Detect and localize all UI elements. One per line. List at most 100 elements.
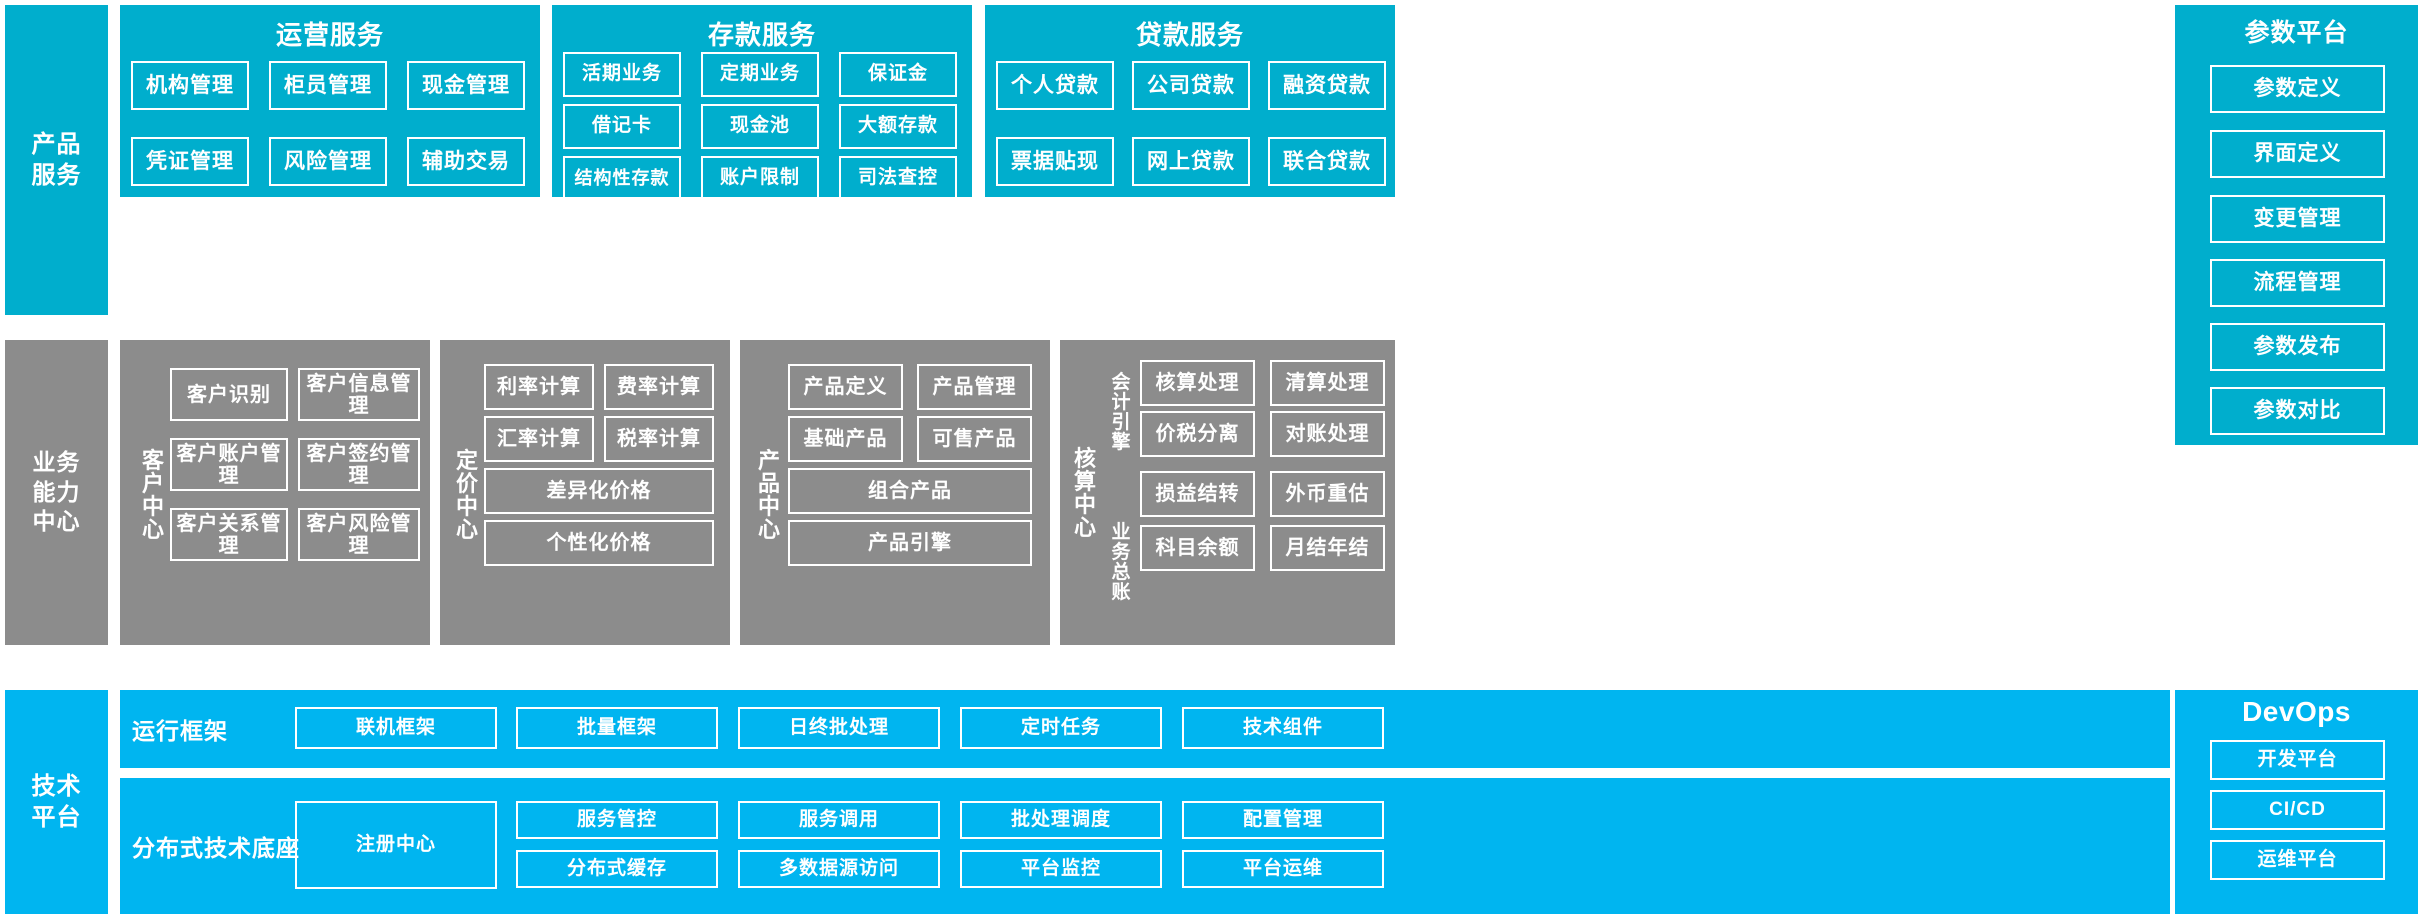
chip-deposit-1[interactable]: 定期业务 — [701, 52, 819, 97]
panel-product-center: 产 品 中 心 产品定义 产品管理 基础产品 可售产品 组合产品 产品引擎 — [740, 340, 1050, 645]
rail-technical-platform: 技术 平台 — [5, 690, 108, 914]
chip-distributed-1[interactable]: 服务调用 — [738, 801, 940, 839]
rail-line: 服务 — [31, 162, 82, 189]
chip-loan-5[interactable]: 联合贷款 — [1268, 137, 1386, 186]
label-pricing-center: 定 价 中 心 — [455, 447, 478, 543]
chip-distributed-0[interactable]: 服务管控 — [516, 801, 718, 839]
panel-title-operation-services: 运营服务 — [275, 20, 384, 50]
chip-parameter-1[interactable]: 界面定义 — [2210, 130, 2385, 178]
chip-registry-center[interactable]: 注册中心 — [295, 801, 497, 889]
chip-product-2[interactable]: 基础产品 — [788, 416, 903, 462]
chip-operation-4[interactable]: 风险管理 — [269, 137, 387, 186]
chip-parameter-0[interactable]: 参数定义 — [2210, 65, 2385, 113]
chip-devops-2[interactable]: 运维平台 — [2210, 840, 2385, 880]
chip-pricing-2[interactable]: 汇率计算 — [484, 416, 594, 462]
chip-accounting-7[interactable]: 月结年结 — [1270, 525, 1385, 571]
label-customer-center: 客 户 中 心 — [141, 447, 164, 543]
chip-runtime-2[interactable]: 日终批处理 — [738, 707, 940, 749]
label-product-center: 产 品 中 心 — [757, 447, 780, 543]
chip-customer-0[interactable]: 客户识别 — [170, 368, 288, 421]
rail-line: 能力 — [32, 478, 81, 505]
chip-distributed-2[interactable]: 批处理调度 — [960, 801, 1162, 839]
chip-product-3[interactable]: 可售产品 — [917, 416, 1032, 462]
chip-accounting-1[interactable]: 清算处理 — [1270, 360, 1385, 406]
chip-accounting-3[interactable]: 对账处理 — [1270, 411, 1385, 457]
panel-pricing-center: 定 价 中 心 利率计算 费率计算 汇率计算 税率计算 差异化价格 个性化价格 — [440, 340, 730, 645]
chip-parameter-4[interactable]: 参数发布 — [2210, 323, 2385, 371]
chip-parameter-5[interactable]: 参数对比 — [2210, 387, 2385, 435]
chip-customer-2[interactable]: 客户账户管理 — [170, 438, 288, 491]
chip-operation-0[interactable]: 机构管理 — [131, 61, 249, 110]
chip-deposit-6[interactable]: 结构性存款 — [563, 156, 681, 201]
panel-runtime-framework: 运行框架 联机框架 批量框架 日终批处理 定时任务 技术组件 — [120, 690, 2170, 768]
panel-operation-services: 运营服务 机构管理 柜员管理 现金管理 凭证管理 风险管理 辅助交易 — [120, 5, 540, 197]
chip-accounting-2[interactable]: 价税分离 — [1140, 411, 1255, 457]
chip-runtime-4[interactable]: 技术组件 — [1182, 707, 1384, 749]
chip-customer-4[interactable]: 客户关系管理 — [170, 508, 288, 561]
chip-distributed-6[interactable]: 平台监控 — [960, 850, 1162, 888]
chip-devops-0[interactable]: 开发平台 — [2210, 740, 2385, 780]
label-distributed-base: 分布式技术底座 — [132, 835, 300, 861]
chip-pricing-0[interactable]: 利率计算 — [484, 364, 594, 410]
chip-distributed-7[interactable]: 平台运维 — [1182, 850, 1384, 888]
chip-pricing-5[interactable]: 个性化价格 — [484, 520, 714, 566]
chip-pricing-3[interactable]: 税率计算 — [604, 416, 714, 462]
panel-loan-services: 贷款服务 个人贷款 公司贷款 融资贷款 票据贴现 网上贷款 联合贷款 — [985, 5, 1395, 197]
label-runtime-framework: 运行框架 — [132, 718, 228, 744]
chip-runtime-0[interactable]: 联机框架 — [295, 707, 497, 749]
label-accounting-center: 核 算 中 心 — [1073, 445, 1096, 541]
panel-devops: DevOps 开发平台 CI/CD 运维平台 — [2175, 690, 2418, 914]
chip-product-4[interactable]: 组合产品 — [788, 468, 1032, 514]
chip-runtime-1[interactable]: 批量框架 — [516, 707, 718, 749]
chip-deposit-2[interactable]: 保证金 — [839, 52, 957, 97]
chip-deposit-3[interactable]: 借记卡 — [563, 104, 681, 149]
chip-loan-1[interactable]: 公司贷款 — [1132, 61, 1250, 110]
chip-product-0[interactable]: 产品定义 — [788, 364, 903, 410]
chip-parameter-3[interactable]: 流程管理 — [2210, 259, 2385, 307]
chip-deposit-7[interactable]: 账户限制 — [701, 156, 819, 201]
rail-line: 平台 — [31, 804, 82, 831]
chip-deposit-8[interactable]: 司法查控 — [839, 156, 957, 201]
rail-product-services: 产品 服务 — [5, 5, 108, 315]
chip-operation-3[interactable]: 凭证管理 — [131, 137, 249, 186]
chip-distributed-3[interactable]: 配置管理 — [1182, 801, 1384, 839]
chip-loan-0[interactable]: 个人贷款 — [996, 61, 1114, 110]
panel-customer-center: 客 户 中 心 客户识别 客户信息管理 客户账户管理 客户签约管理 客户关系管理… — [120, 340, 430, 645]
panel-accounting-center: 核 算 中 心 会 计 引 擎 业 务 总 账 核算处理 清算处理 价税分离 对… — [1060, 340, 1395, 645]
chip-loan-3[interactable]: 票据贴现 — [996, 137, 1114, 186]
chip-devops-1[interactable]: CI/CD — [2210, 790, 2385, 830]
chip-pricing-1[interactable]: 费率计算 — [604, 364, 714, 410]
chip-parameter-2[interactable]: 变更管理 — [2210, 195, 2385, 243]
chip-customer-5[interactable]: 客户风险管理 — [298, 508, 420, 561]
chip-deposit-5[interactable]: 大额存款 — [839, 104, 957, 149]
panel-title-deposit-services: 存款服务 — [707, 20, 816, 50]
chip-accounting-0[interactable]: 核算处理 — [1140, 360, 1255, 406]
chip-operation-2[interactable]: 现金管理 — [407, 61, 525, 110]
panel-title-parameter-platform: 参数平台 — [2244, 19, 2349, 47]
chip-operation-1[interactable]: 柜员管理 — [269, 61, 387, 110]
chip-deposit-0[interactable]: 活期业务 — [563, 52, 681, 97]
chip-accounting-6[interactable]: 科目余额 — [1140, 525, 1255, 571]
chip-customer-3[interactable]: 客户签约管理 — [298, 438, 420, 491]
chip-distributed-4[interactable]: 分布式缓存 — [516, 850, 718, 888]
chip-product-1[interactable]: 产品管理 — [917, 364, 1032, 410]
label-accounting-engine: 会 计 引 擎 — [1111, 372, 1131, 453]
chip-operation-5[interactable]: 辅助交易 — [407, 137, 525, 186]
rail-line: 中心 — [32, 508, 81, 535]
chip-customer-1[interactable]: 客户信息管理 — [298, 368, 420, 421]
chip-accounting-5[interactable]: 外币重估 — [1270, 471, 1385, 517]
chip-runtime-3[interactable]: 定时任务 — [960, 707, 1162, 749]
panel-title-loan-services: 贷款服务 — [1135, 20, 1244, 50]
panel-title-devops: DevOps — [2242, 696, 2351, 727]
label-business-ledger: 业 务 总 账 — [1111, 522, 1131, 603]
chip-accounting-4[interactable]: 损益结转 — [1140, 471, 1255, 517]
rail-line: 技术 — [31, 772, 82, 800]
chip-pricing-4[interactable]: 差异化价格 — [484, 468, 714, 514]
rail-line: 产品 — [31, 130, 82, 158]
chip-loan-2[interactable]: 融资贷款 — [1268, 61, 1386, 110]
chip-loan-4[interactable]: 网上贷款 — [1132, 137, 1250, 186]
chip-product-5[interactable]: 产品引擎 — [788, 520, 1032, 566]
chip-deposit-4[interactable]: 现金池 — [701, 104, 819, 149]
chip-distributed-5[interactable]: 多数据源访问 — [738, 850, 940, 888]
